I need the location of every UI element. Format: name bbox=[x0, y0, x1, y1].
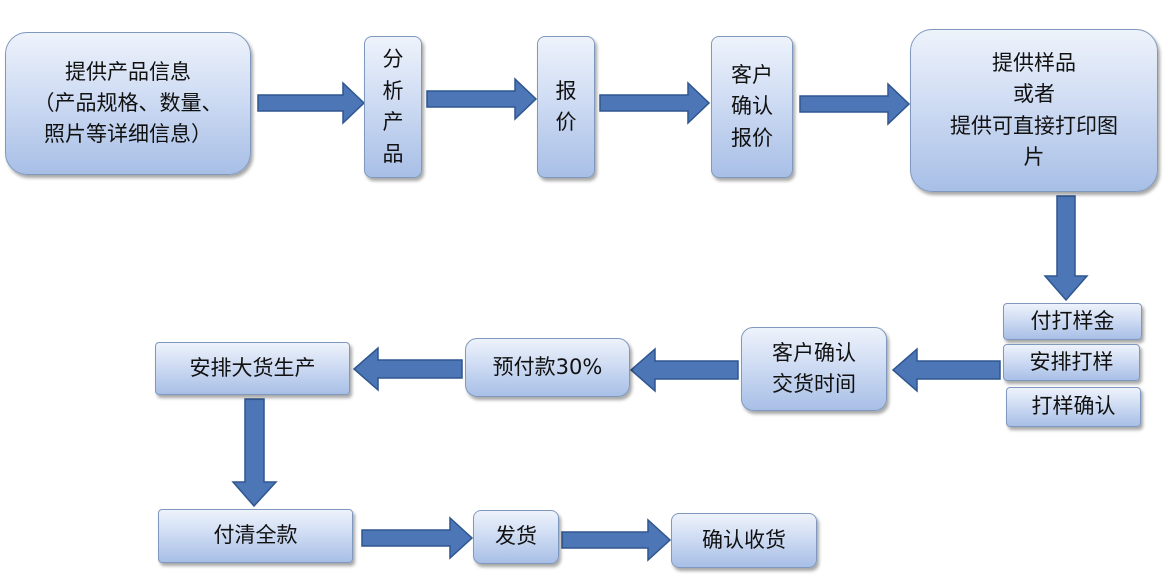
arrow-prepay-to-production bbox=[352, 346, 463, 392]
arrow-confirm-to-sample bbox=[799, 82, 911, 126]
step-provide-sample: 提供样品 或者 提供可直接打印图 片 bbox=[910, 29, 1158, 192]
arrow-sampling-to-delivery-time bbox=[891, 347, 1001, 393]
arrow-delivery-time-to-prepay bbox=[629, 347, 739, 393]
step-arrange-sampling: 安排打样 bbox=[1003, 344, 1140, 381]
step-customer-confirm-quote: 客户 确认 报价 bbox=[711, 36, 793, 178]
step-ship: 发货 bbox=[473, 510, 559, 564]
arrow-info-to-analyze bbox=[257, 81, 366, 125]
step-arrange-mass-production: 安排大货生产 bbox=[155, 342, 350, 395]
step-confirm-receipt: 确认收货 bbox=[671, 513, 817, 568]
step-pay-in-full: 付清全款 bbox=[158, 509, 353, 563]
step-quote: 报 价 bbox=[537, 36, 595, 178]
arrow-sample-to-pay bbox=[1043, 195, 1089, 302]
step-pay-sample-fee: 付打样金 bbox=[1003, 303, 1142, 340]
arrow-ship-to-receipt bbox=[561, 518, 672, 562]
arrow-payment-to-ship bbox=[361, 516, 474, 560]
arrow-quote-to-confirm bbox=[599, 81, 711, 125]
step-confirm-sample: 打样确认 bbox=[1006, 387, 1141, 427]
step-provide-product-info: 提供产品信息 （产品规格、数量、 照片等详细信息） bbox=[5, 32, 251, 175]
step-confirm-delivery-time: 客户确认 交货时间 bbox=[741, 327, 887, 411]
arrow-production-to-payment bbox=[231, 398, 278, 508]
step-prepay-30: 预付款30% bbox=[465, 338, 630, 397]
step-analyze-product: 分 析 产 品 bbox=[364, 36, 422, 178]
arrow-analyze-to-quote bbox=[426, 77, 538, 121]
